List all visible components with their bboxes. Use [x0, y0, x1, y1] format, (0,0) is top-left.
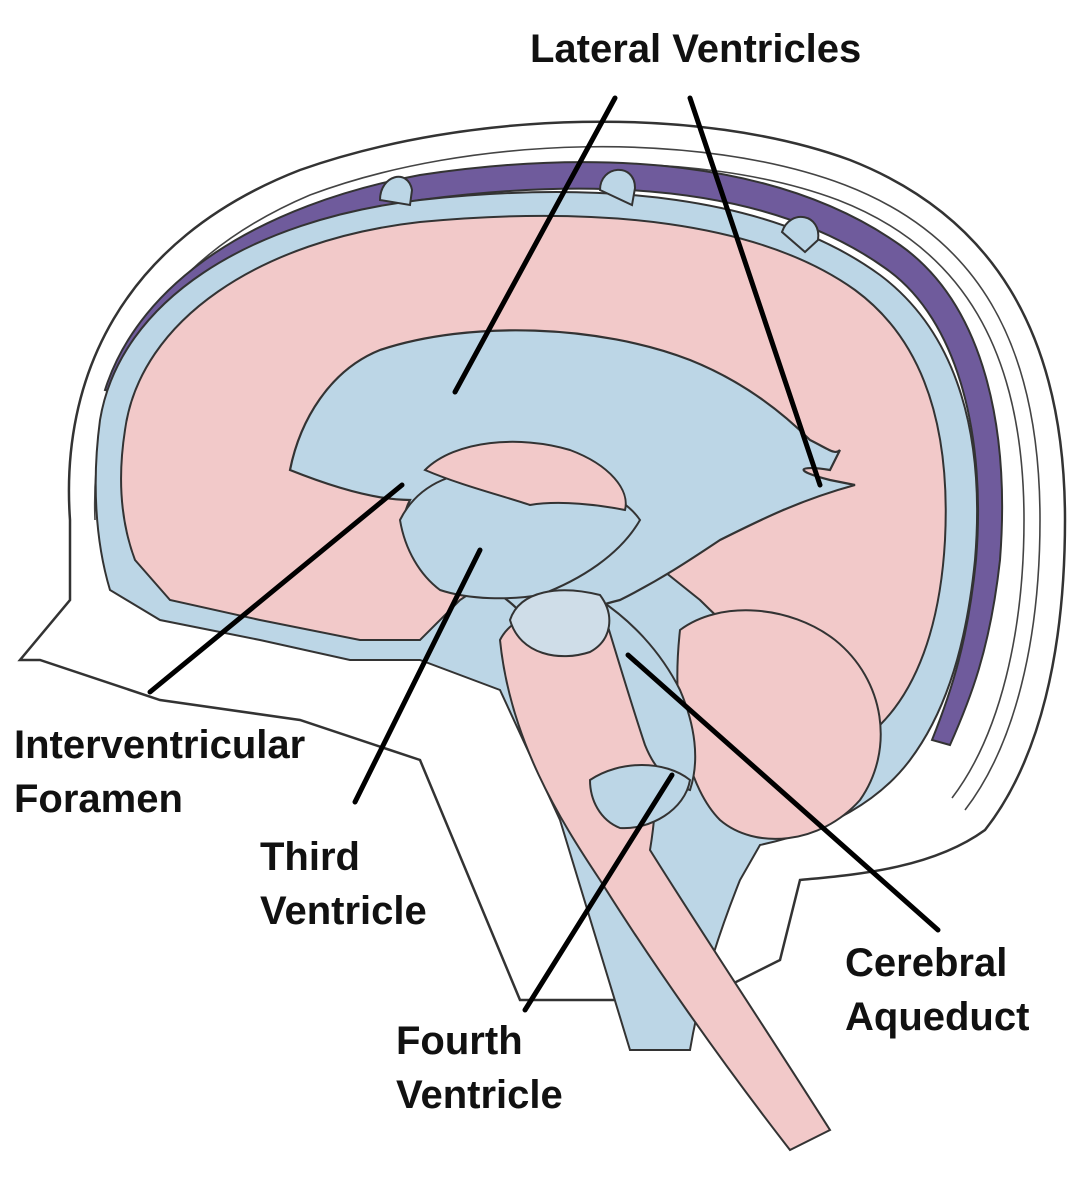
label-cerebral-aqueduct: Cerebral Aqueduct [845, 941, 1029, 1039]
arachnoid-granulations [378, 168, 820, 254]
superior-sagittal-sinus [103, 161, 1004, 747]
leader-interventricular-foramen [147, 482, 405, 695]
label-third-ventricle: Third Ventricle [260, 835, 427, 933]
label-cerebral-aqueduct-line2: Aqueduct [845, 995, 1029, 1039]
leader-lateral-ventricles-a [452, 95, 618, 395]
leader-fourth-ventricle [522, 772, 675, 1013]
label-third-ventricle-line1: Third [260, 835, 360, 879]
label-fourth-ventricle-line2: Ventricle [396, 1073, 563, 1117]
interpeduncular-blob [508, 589, 611, 658]
label-fourth-ventricle: Fourth Ventricle [396, 1019, 563, 1117]
leader-lateral-ventricles-b [687, 95, 823, 488]
label-lateral-ventricles: Lateral Ventricles [530, 27, 861, 71]
aqueduct-channel [598, 597, 697, 792]
leader-lines [147, 95, 941, 1013]
label-interventricular-foramen: Interventricular Foramen [14, 723, 316, 821]
fourth-ventricle-shape [588, 764, 692, 830]
leader-third-ventricle [352, 547, 483, 805]
label-interventricular-foramen-line1: Interventricular [14, 723, 305, 767]
label-cerebral-aqueduct-line1: Cerebral [845, 941, 1007, 985]
label-interventricular-foramen-line2: Foramen [14, 777, 183, 821]
leader-cerebral-aqueduct [625, 652, 941, 933]
thalamus [423, 440, 627, 512]
label-fourth-ventricle-line1: Fourth [396, 1019, 523, 1063]
label-third-ventricle-line2: Ventricle [260, 889, 427, 933]
